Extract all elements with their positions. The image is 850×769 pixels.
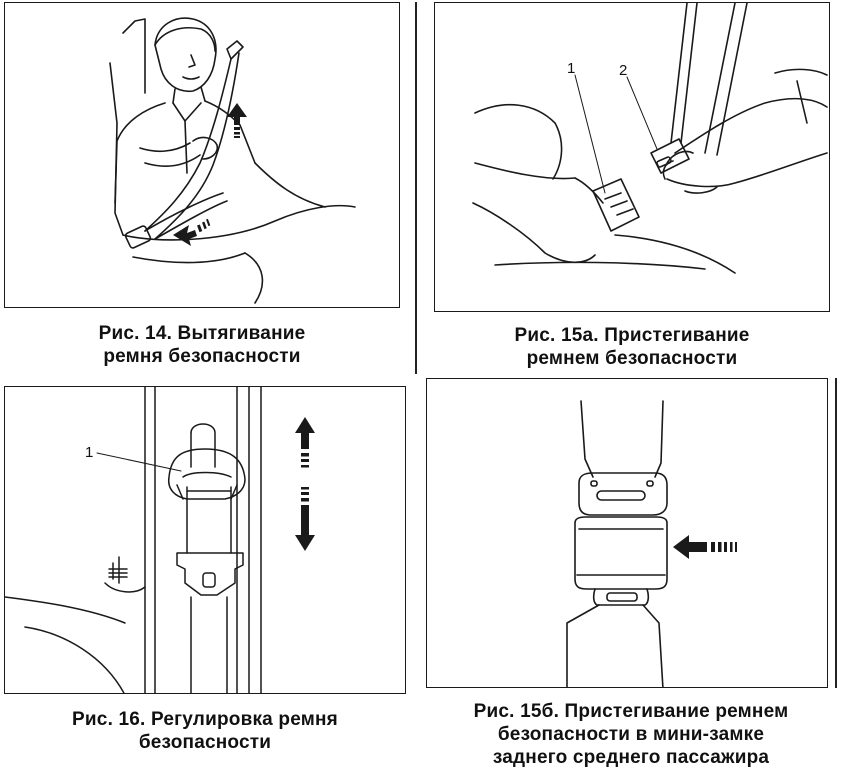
figure-14-caption-line1: Рис. 14. Вытягивание	[98, 323, 306, 344]
figure-16-callout-1: 1	[85, 444, 93, 461]
figure-15b-caption-line2: безопасности в мини-замке	[497, 724, 765, 745]
figure-14-caption: Рис. 14. Вытягивание ремня безопасности	[4, 322, 400, 368]
figure-16-caption-line1: Рис. 16. Регулировка ремня	[72, 709, 338, 730]
figure-15a-callout-1: 1	[567, 60, 575, 77]
column-divider-bottom	[835, 378, 837, 688]
figure-15b-illustration	[426, 378, 828, 688]
figure-15b-caption-line3: заднего среднего пассажира	[492, 747, 770, 768]
figure-15a-drawing: 1 2	[472, 3, 828, 274]
figure-16-illustration: 1	[4, 386, 406, 694]
figure-15a-caption-line2: ремнем безопасности	[526, 348, 738, 369]
figure-15a-illustration: 1 2	[434, 2, 830, 312]
figure-15a-caption-line1: Рис. 15а. Пристегивание	[514, 325, 750, 346]
pull-down-arrow-icon	[173, 218, 211, 246]
column-divider-top	[415, 2, 417, 374]
figure-14-illustration	[4, 2, 400, 308]
figure-14-caption-line2: ремня безопасности	[103, 346, 301, 367]
press-button-arrow-icon	[673, 535, 737, 559]
figure-15b-caption: Рис. 15б. Пристегивание ремнем безопасно…	[426, 700, 836, 769]
figure-15b-caption-line1: Рис. 15б. Пристегивание ремнем	[473, 701, 789, 722]
pull-up-arrow-icon	[227, 103, 247, 138]
figure-14-drawing	[109, 17, 356, 304]
figure-15b-drawing	[566, 400, 737, 687]
figure-16-caption-line2: безопасности	[138, 732, 272, 753]
figure-16-drawing: 1	[5, 387, 315, 693]
adjust-up-arrow-icon	[295, 417, 315, 468]
figure-15a-caption: Рис. 15а. Пристегивание ремнем безопасно…	[434, 324, 830, 370]
adjust-down-arrow-icon	[295, 487, 315, 551]
figure-15a-callout-2: 2	[619, 62, 627, 79]
figure-16-caption: Рис. 16. Регулировка ремня безопасности	[4, 708, 406, 754]
